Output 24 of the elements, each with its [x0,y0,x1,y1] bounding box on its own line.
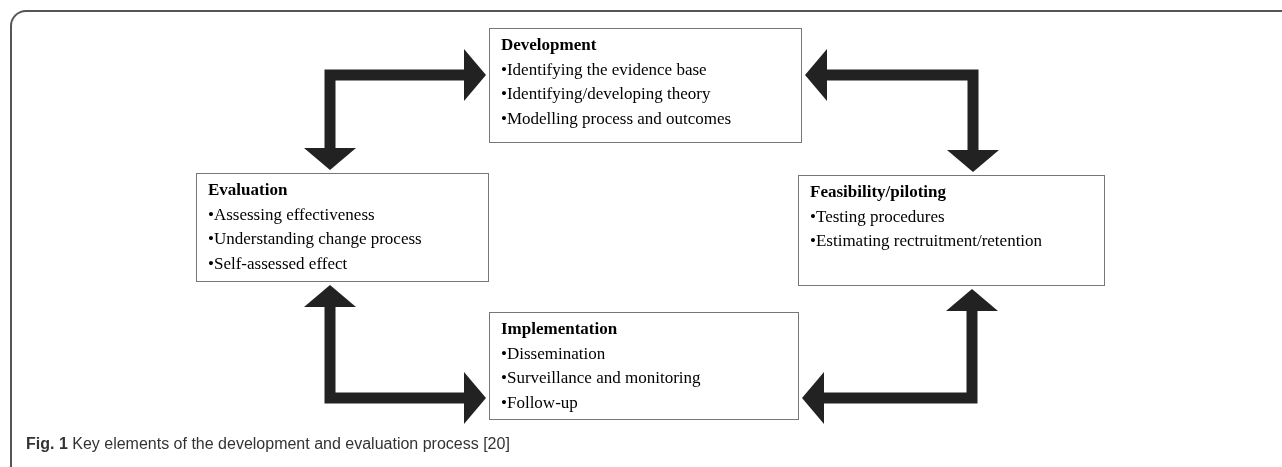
stage-heading: Development [501,34,597,56]
bullet-item: •Follow-up [501,391,578,414]
bullet-item: •Self-assessed effect [208,252,348,275]
bullet-item: •Dissemination [501,342,606,365]
bullet-item: •Understanding change process [208,228,422,250]
stage-heading: Feasibility/piloting [810,181,947,203]
bullet-item: •Surveillance and monitoring [501,367,701,389]
double-arrow [802,289,998,424]
double-arrow [304,285,486,424]
stage-box [489,28,802,143]
stage-heading: Implementation [501,318,618,340]
stage-box [798,175,1105,286]
double-arrow [805,49,999,172]
bullet-item: •Estimating rectruitment/retention [810,230,1043,252]
double-arrow [304,49,486,170]
stage-heading: Evaluation [208,179,288,201]
bullet-item: •Identifying the evidence base [501,58,707,81]
bullet-item: •Testing procedures [810,205,945,228]
bullet-item: •Modelling process and outcomes [501,107,732,130]
stage-box [489,312,799,420]
stage-box [196,173,489,282]
figure-caption: Fig. 1 Key elements of the development and evaluation process [20] [26,434,510,454]
bullet-item: •Assessing effectiveness [208,203,375,226]
bullet-item: •Identifying/developing theory [501,83,711,105]
